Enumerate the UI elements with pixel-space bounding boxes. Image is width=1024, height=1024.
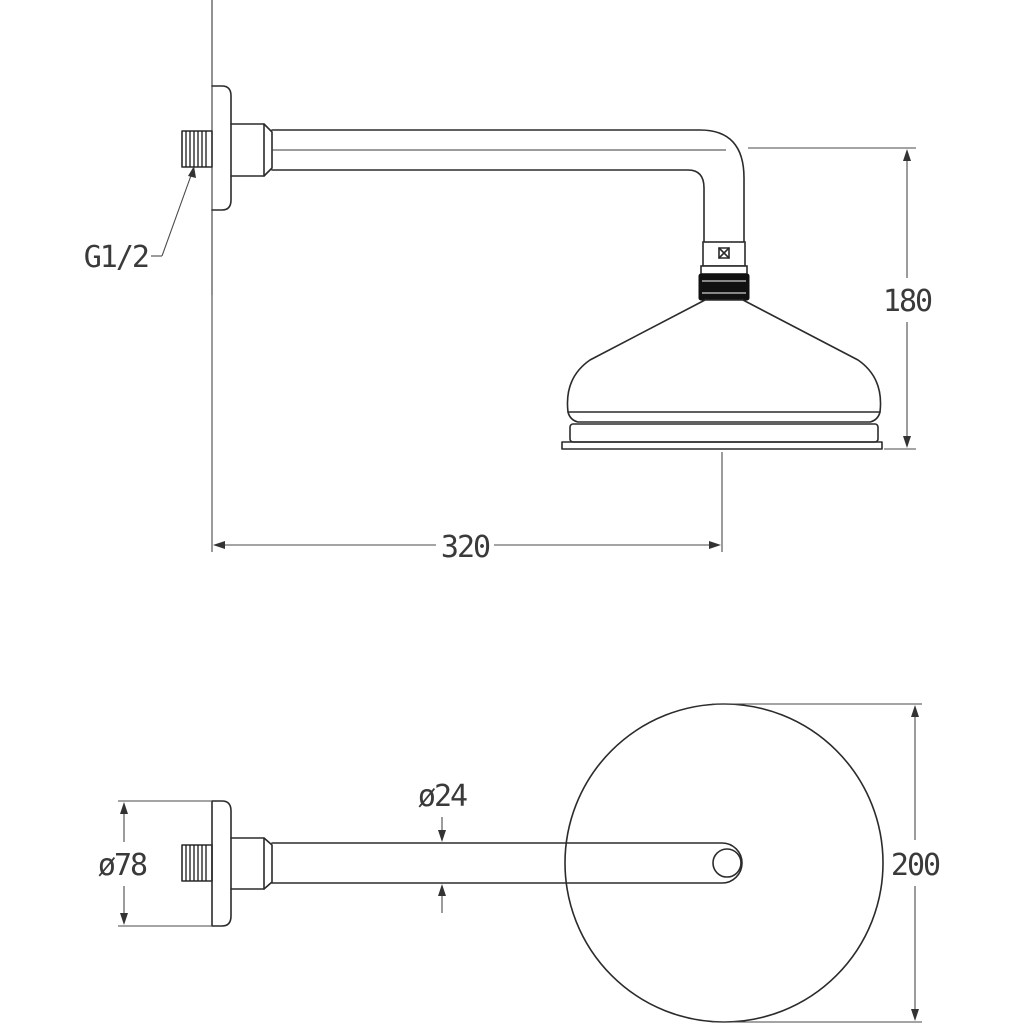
- dimension-flange: [118, 800, 212, 927]
- dimension-height-label: 180: [883, 284, 932, 319]
- thread-top: [181, 844, 213, 882]
- dimension-head: [712, 703, 922, 1023]
- collar-top: [230, 837, 273, 890]
- dimension-flange-label: ø78: [98, 848, 147, 883]
- shower-head-plan: [564, 703, 884, 1023]
- arm-top: [271, 842, 743, 884]
- dimension-pipe: [438, 817, 446, 913]
- dimension-pipe-label: ø24: [418, 779, 467, 814]
- thread-label: G1/2: [84, 240, 148, 275]
- dimension-length-label: 320: [441, 530, 490, 565]
- dimension-height: [748, 147, 916, 450]
- arm-collar: [230, 123, 273, 177]
- shower-head-side: [561, 299, 883, 450]
- thread-connector: [181, 130, 213, 168]
- shower-arm: [271, 129, 745, 243]
- dimension-length: [211, 295, 723, 552]
- swivel-nut: [698, 241, 750, 301]
- dimension-head-label: 200: [891, 848, 940, 883]
- thread-leader: [151, 166, 196, 257]
- flange-top: [211, 800, 232, 927]
- side-view: 180 320 G1/2: [84, 0, 934, 565]
- top-view: ø78 ø24 200: [98, 703, 942, 1023]
- wall-flange: [211, 85, 232, 211]
